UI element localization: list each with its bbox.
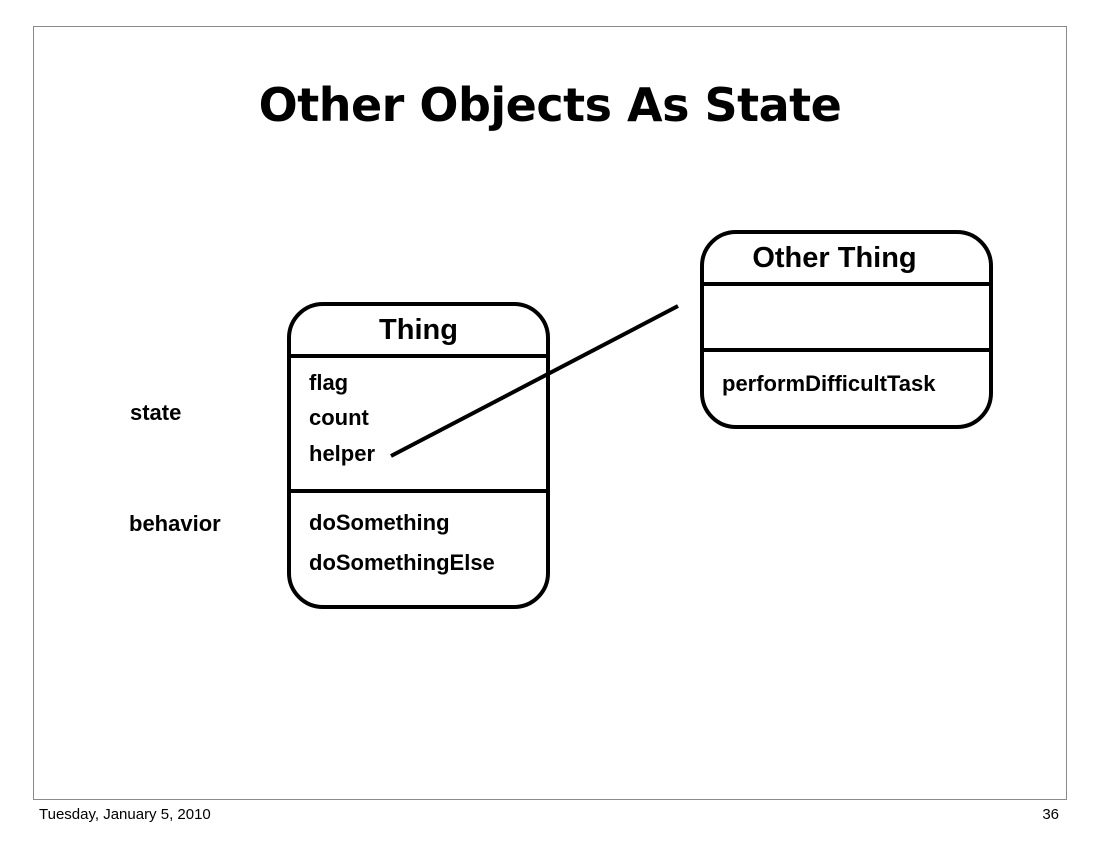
- other-thing-class-box: Other Thing performDifficultTask: [700, 230, 993, 429]
- other-thing-state-divider: [704, 348, 989, 352]
- other-thing-title-divider: [704, 282, 989, 286]
- footer-date: Tuesday, January 5, 2010: [39, 806, 211, 823]
- thing-behavior-method: doSomething: [309, 510, 450, 535]
- thing-state-field: count: [309, 405, 369, 430]
- behavior-label: behavior: [129, 511, 221, 536]
- other-thing-behavior-method: performDifficultTask: [722, 371, 936, 396]
- other-thing-class-title: Other Thing: [752, 242, 917, 274]
- thing-behavior-method: doSomethingElse: [309, 550, 495, 575]
- footer-page-number: 36: [1042, 806, 1059, 823]
- thing-state-field: helper: [309, 441, 376, 466]
- thing-class-title: Thing: [379, 314, 458, 346]
- thing-title-divider: [291, 354, 546, 358]
- thing-state-divider: [291, 489, 546, 493]
- slide-title: Other Objects As State: [258, 78, 842, 132]
- state-label: state: [130, 400, 182, 425]
- thing-state-field: flag: [309, 370, 349, 395]
- thing-class-box: Thing flag count helper doSomething doSo…: [287, 302, 550, 609]
